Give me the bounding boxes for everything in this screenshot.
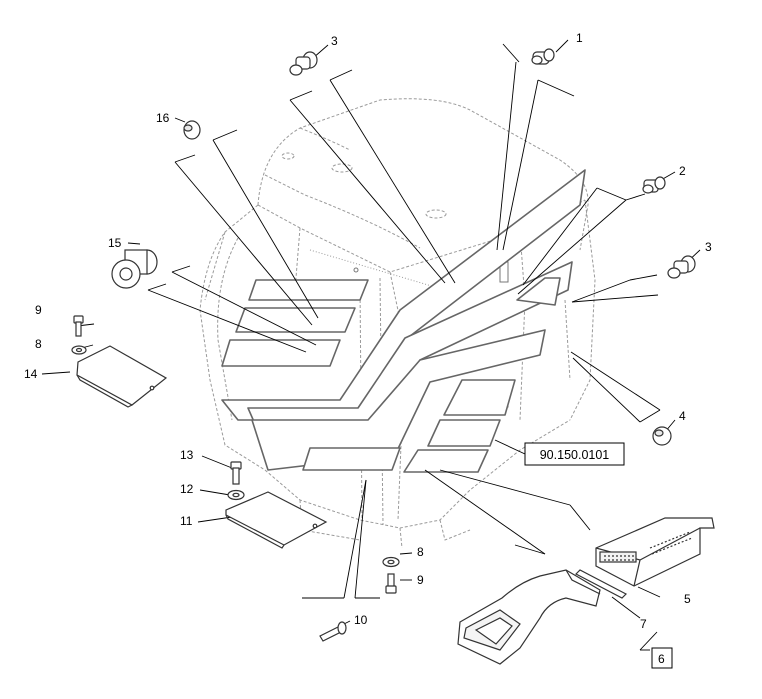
plug-item-16	[183, 120, 201, 140]
callout-box-6	[651, 647, 673, 669]
insulation-panels	[221, 169, 586, 473]
bolt-item-13	[230, 461, 242, 485]
plug-item-3-top	[289, 51, 318, 76]
callout-8-left: 8	[35, 337, 42, 351]
callout-7: 7	[640, 617, 647, 631]
callout-3-top: 3	[331, 34, 338, 48]
panel-base	[302, 447, 401, 471]
callout-15: 15	[108, 236, 122, 250]
callout-6: 6	[658, 652, 665, 666]
washer-item-8-left	[71, 345, 87, 355]
panel-right-top	[516, 277, 561, 306]
bolt-item-9-lower	[385, 573, 397, 594]
callout-11: 11	[180, 514, 193, 528]
callout-2: 2	[679, 164, 686, 178]
reference-label: 90.150.0101	[540, 448, 610, 462]
callout-14: 14	[24, 367, 38, 381]
washer-item-8-lower	[382, 556, 400, 568]
cover-plate-item-11	[225, 491, 328, 549]
plug-item-4	[652, 426, 672, 446]
grommet-item-1	[531, 48, 555, 65]
callout-1: 1	[576, 31, 583, 45]
callout-12: 12	[180, 482, 194, 496]
panel-left-top	[248, 279, 369, 301]
plug-item-3-right	[667, 255, 696, 279]
air-box-item-5	[595, 517, 715, 587]
reference-box: 90.150.0101	[524, 442, 625, 466]
bolt-item-9-left	[73, 315, 84, 337]
plug-item-2	[642, 176, 666, 194]
panel-left-mid	[235, 307, 356, 333]
duct-item-6	[457, 569, 601, 665]
callout-16: 16	[156, 111, 170, 125]
callout-9-left: 9	[35, 303, 42, 317]
panel-right-a	[443, 379, 516, 416]
callout-8-lower: 8	[417, 545, 424, 559]
callout-13: 13	[180, 448, 194, 462]
panel-right-b	[427, 419, 501, 447]
leader-lines	[41, 39, 701, 651]
rod-item-7	[574, 569, 628, 599]
washer-item-12	[227, 489, 245, 501]
cover-plate-item-14	[76, 345, 168, 408]
panel-left-low	[221, 339, 341, 367]
bushing-item-15	[111, 249, 158, 289]
pin-item-10	[319, 621, 347, 642]
callout-10: 10	[354, 613, 368, 627]
callout-5: 5	[684, 592, 691, 606]
panel-right-c	[403, 449, 489, 473]
callout-numbers: 1 3 16 2 15 3 9 8 14 4 13 12 11 8 9 5 10…	[24, 31, 712, 666]
callout-9-lower: 9	[417, 573, 424, 587]
callout-4: 4	[679, 409, 686, 423]
callout-3-right: 3	[705, 240, 712, 254]
